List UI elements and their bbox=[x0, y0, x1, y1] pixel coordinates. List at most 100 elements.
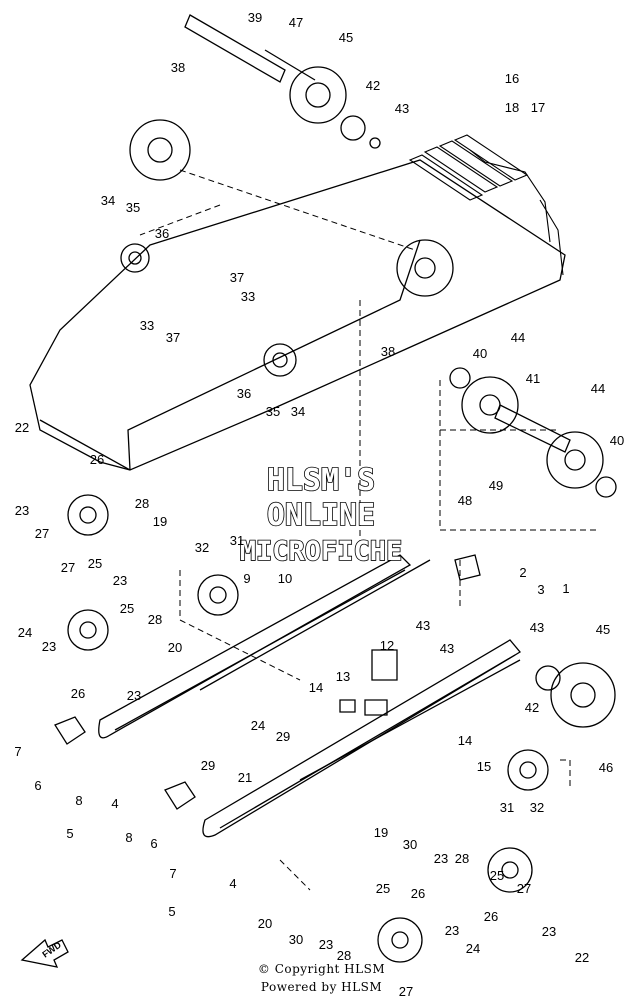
callout-25: 25 bbox=[490, 868, 504, 883]
callout-22: 22 bbox=[575, 950, 589, 965]
callout-28: 28 bbox=[455, 851, 469, 866]
callout-26: 26 bbox=[90, 452, 104, 467]
callout-5: 5 bbox=[168, 904, 175, 919]
callout-9: 9 bbox=[243, 571, 250, 586]
callout-23: 23 bbox=[319, 937, 333, 952]
copyright-text: © Copyright HLSM bbox=[257, 962, 386, 976]
callout-31: 31 bbox=[230, 533, 244, 548]
callout-44: 44 bbox=[591, 381, 605, 396]
callout-44: 44 bbox=[511, 330, 525, 345]
callout-26: 26 bbox=[411, 886, 425, 901]
fwd-arrow-icon: FWD bbox=[20, 938, 69, 968]
watermark-line-1: HLSM'S bbox=[267, 463, 375, 498]
callout-23: 23 bbox=[113, 573, 127, 588]
callout-2: 2 bbox=[519, 565, 526, 580]
callout-21: 21 bbox=[238, 770, 252, 785]
callout-27: 27 bbox=[35, 526, 49, 541]
callout-5: 5 bbox=[66, 826, 73, 841]
callout-24: 24 bbox=[466, 941, 480, 956]
watermark-line-3: MICROFICHE bbox=[240, 536, 403, 567]
callout-42: 42 bbox=[525, 700, 539, 715]
callout-13: 13 bbox=[336, 669, 350, 684]
callout-36: 36 bbox=[155, 226, 169, 241]
callout-30: 30 bbox=[289, 932, 303, 947]
callout-14: 14 bbox=[309, 680, 323, 695]
callout-19: 19 bbox=[374, 825, 388, 840]
callout-12: 12 bbox=[380, 638, 394, 653]
callout-33: 33 bbox=[241, 289, 255, 304]
callout-45: 45 bbox=[596, 622, 610, 637]
callout-40: 40 bbox=[610, 433, 624, 448]
callout-29: 29 bbox=[201, 758, 215, 773]
callout-45: 45 bbox=[339, 30, 353, 45]
callout-4: 4 bbox=[229, 876, 236, 891]
callout-27: 27 bbox=[517, 881, 531, 896]
callout-20: 20 bbox=[168, 640, 182, 655]
callout-38: 38 bbox=[171, 60, 185, 75]
callout-28: 28 bbox=[337, 948, 351, 963]
callout-15: 15 bbox=[477, 759, 491, 774]
callout-27: 27 bbox=[399, 984, 413, 999]
callout-41: 41 bbox=[526, 371, 540, 386]
callout-25: 25 bbox=[120, 601, 134, 616]
callout-23: 23 bbox=[127, 688, 141, 703]
callout-49: 49 bbox=[489, 478, 503, 493]
callout-23: 23 bbox=[15, 503, 29, 518]
callout-24: 24 bbox=[18, 625, 32, 640]
callout-35: 35 bbox=[266, 404, 280, 419]
callout-27: 27 bbox=[61, 560, 75, 575]
callout-6: 6 bbox=[34, 778, 41, 793]
callout-48: 48 bbox=[458, 493, 472, 508]
callout-38: 38 bbox=[381, 344, 395, 359]
callout-42: 42 bbox=[366, 78, 380, 93]
callout-23: 23 bbox=[42, 639, 56, 654]
callout-24: 24 bbox=[251, 718, 265, 733]
callout-20: 20 bbox=[258, 916, 272, 931]
callout-7: 7 bbox=[169, 866, 176, 881]
callout-34: 34 bbox=[291, 404, 305, 419]
callout-8: 8 bbox=[75, 793, 82, 808]
callout-43: 43 bbox=[440, 641, 454, 656]
callout-6: 6 bbox=[150, 836, 157, 851]
callout-46: 46 bbox=[599, 760, 613, 775]
callout-34: 34 bbox=[101, 193, 115, 208]
callout-7: 7 bbox=[14, 744, 21, 759]
callout-25: 25 bbox=[88, 556, 102, 571]
callout-47: 47 bbox=[289, 15, 303, 30]
callout-29: 29 bbox=[276, 729, 290, 744]
callout-19: 19 bbox=[153, 514, 167, 529]
callout-43: 43 bbox=[530, 620, 544, 635]
callout-28: 28 bbox=[135, 496, 149, 511]
callout-1: 1 bbox=[562, 581, 569, 596]
callout-43: 43 bbox=[395, 101, 409, 116]
callout-39: 39 bbox=[248, 10, 262, 25]
callout-28: 28 bbox=[148, 612, 162, 627]
callout-32: 32 bbox=[530, 800, 544, 815]
callout-23: 23 bbox=[434, 851, 448, 866]
callout-26: 26 bbox=[484, 909, 498, 924]
callout-22: 22 bbox=[15, 420, 29, 435]
callout-23: 23 bbox=[445, 923, 459, 938]
callout-14: 14 bbox=[458, 733, 472, 748]
callout-18: 18 bbox=[505, 100, 519, 115]
callout-16: 16 bbox=[505, 71, 519, 86]
callout-40: 40 bbox=[473, 346, 487, 361]
callout-30: 30 bbox=[403, 837, 417, 852]
watermark-line-2: ONLINE bbox=[267, 498, 375, 533]
callout-4: 4 bbox=[111, 796, 118, 811]
callout-23: 23 bbox=[542, 924, 556, 939]
callout-3: 3 bbox=[537, 582, 544, 597]
callout-37: 37 bbox=[230, 270, 244, 285]
callout-35: 35 bbox=[126, 200, 140, 215]
callout-37: 37 bbox=[166, 330, 180, 345]
callout-17: 17 bbox=[531, 100, 545, 115]
callout-25: 25 bbox=[376, 881, 390, 896]
callout-36: 36 bbox=[237, 386, 251, 401]
callout-32: 32 bbox=[195, 540, 209, 555]
callout-33: 33 bbox=[140, 318, 154, 333]
callout-10: 10 bbox=[278, 571, 292, 586]
callout-31: 31 bbox=[500, 800, 514, 815]
powered-by-text: Powered by HLSM bbox=[260, 980, 383, 994]
